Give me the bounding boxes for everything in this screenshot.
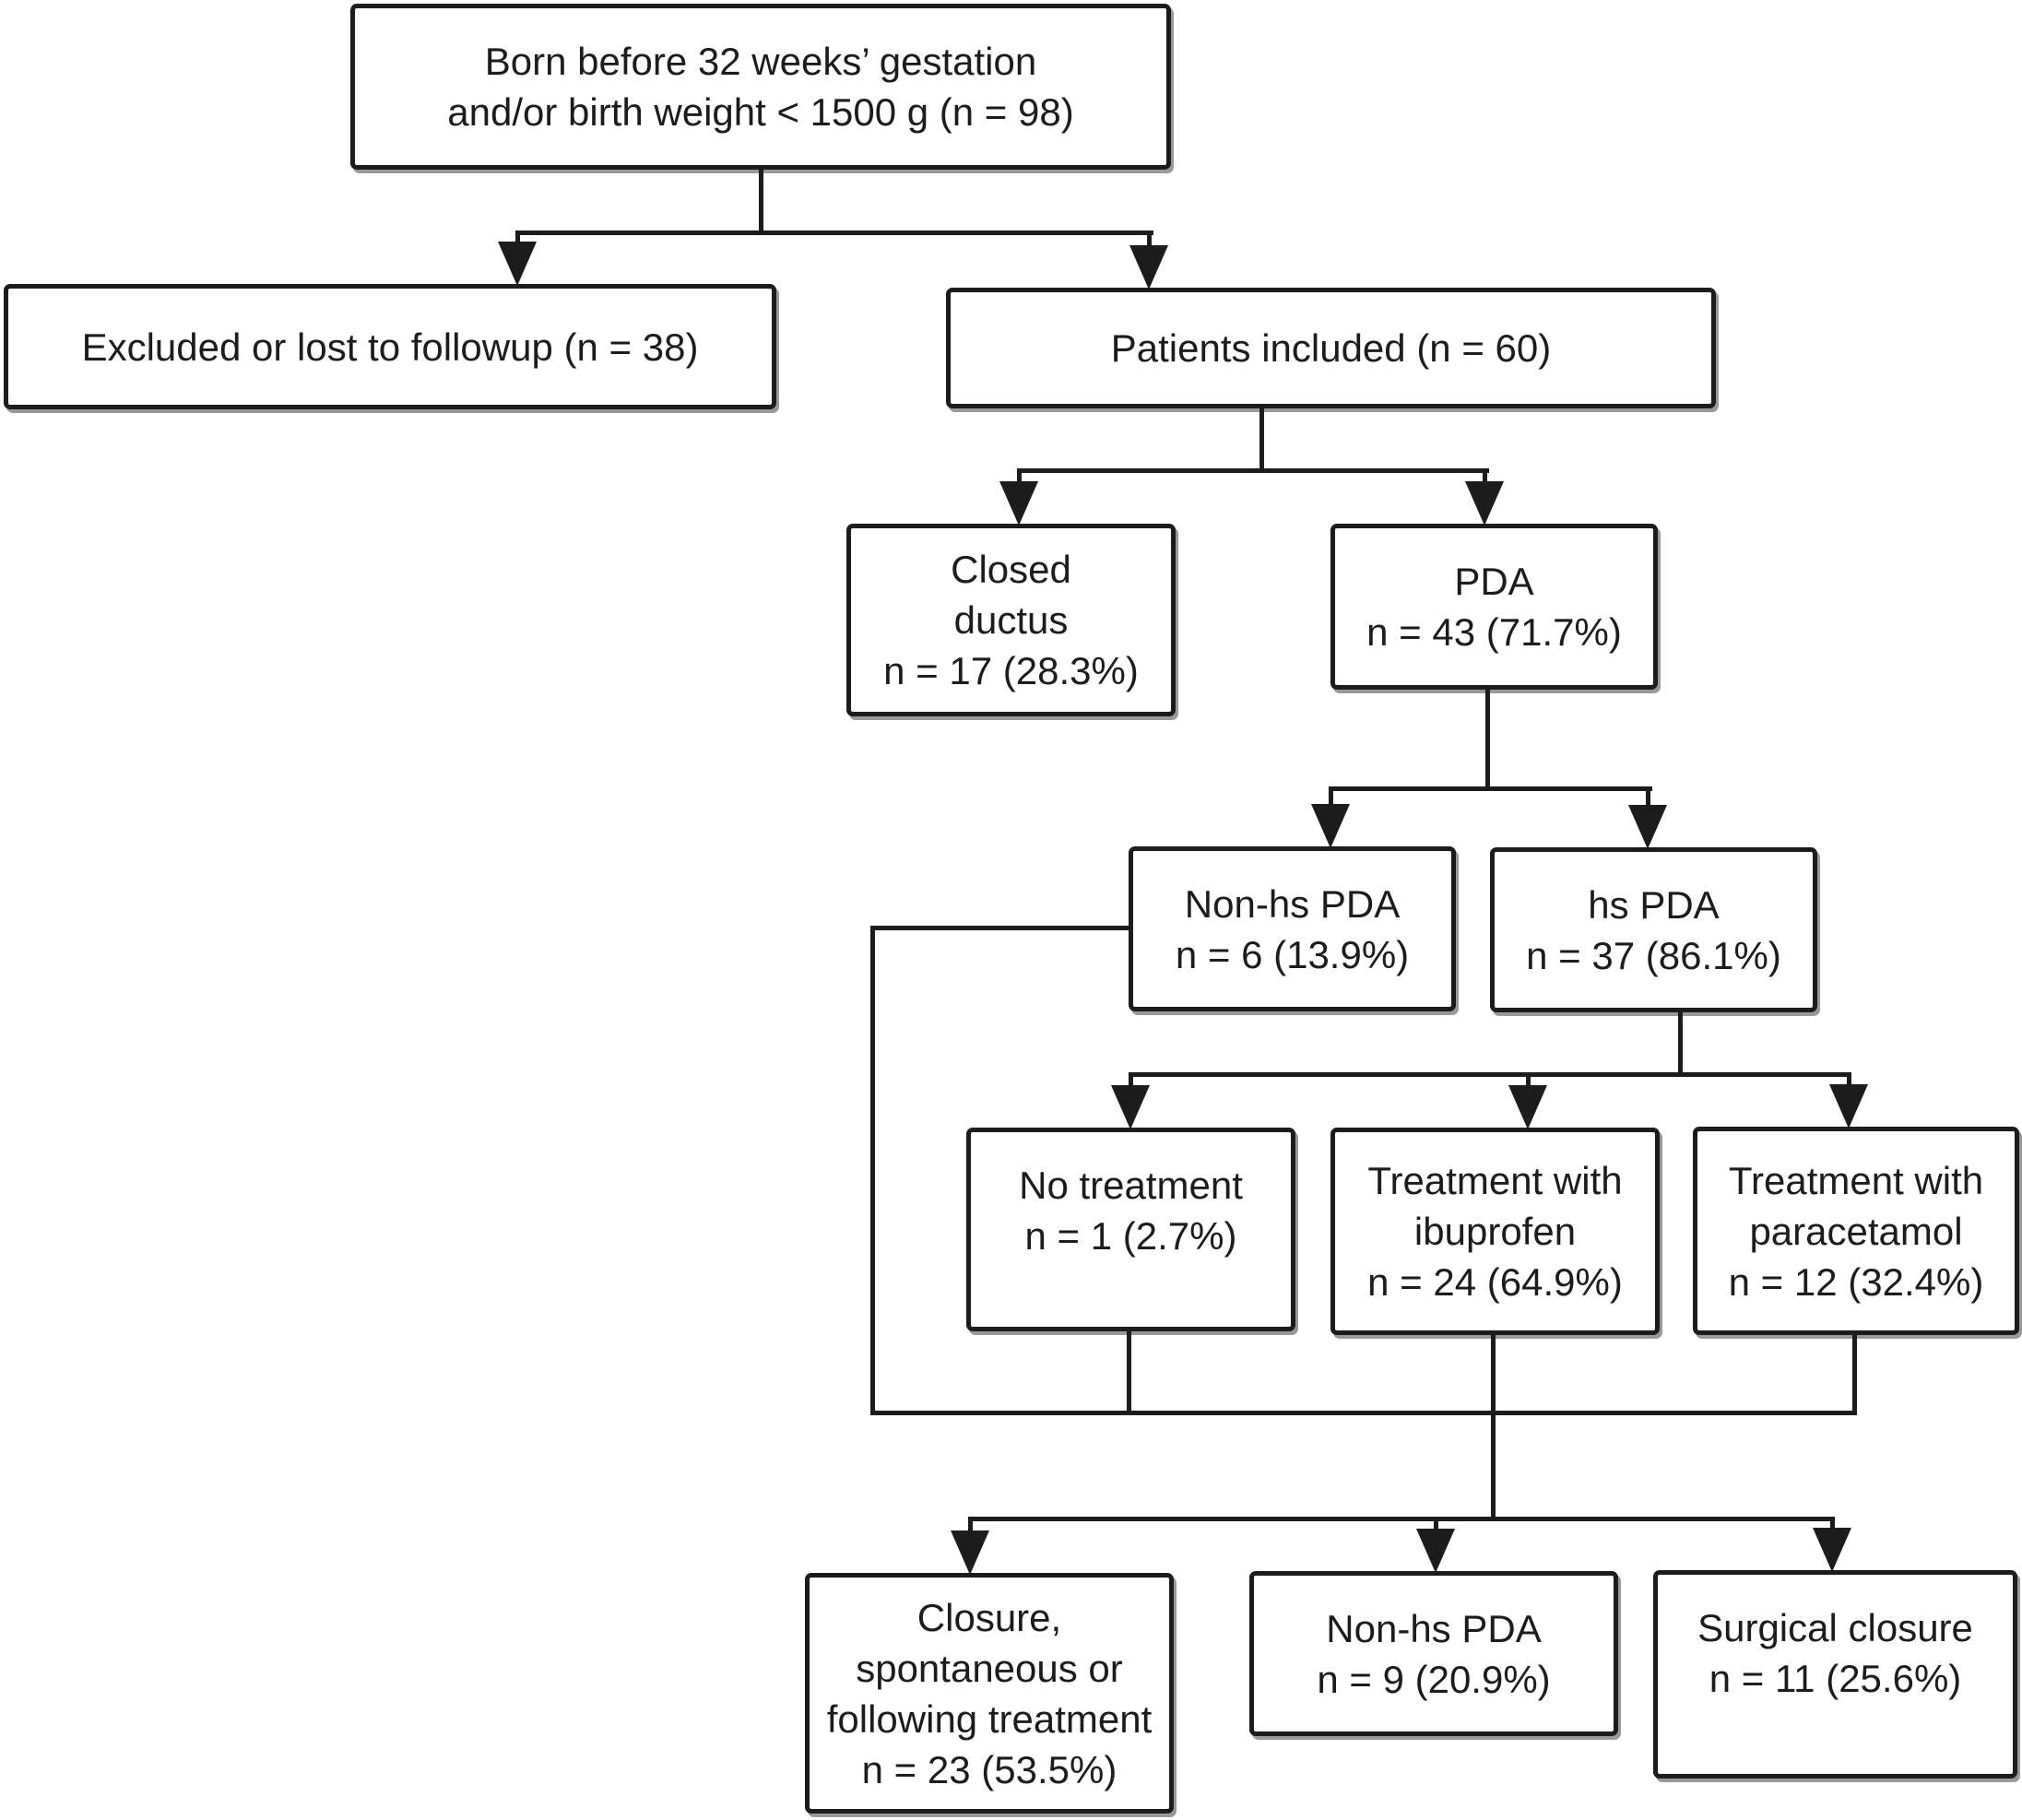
node-text-line: following treatment: [826, 1696, 1153, 1741]
node-excluded: Excluded or lost to followup (n = 38): [4, 284, 776, 409]
connector-included-stem: [1259, 408, 1264, 473]
arrow-down-closure-icon: [951, 1530, 989, 1575]
connector-hs-pda-branch: [1129, 1072, 1851, 1077]
node-text-line: Surgical closure: [1697, 1606, 1973, 1649]
node-text-line: ibuprofen: [1413, 1210, 1577, 1253]
node-text-line: Born before 32 weeks’ gestation: [484, 40, 1037, 83]
connector-no-treatment-shaft: [1129, 1072, 1133, 1091]
connector-convergence-bus: [870, 1411, 1857, 1415]
node-closure: Closure, spontaneous or following treatm…: [805, 1573, 1174, 1814]
connector-eligible-branch: [515, 230, 1153, 235]
connector-eligible-stem: [759, 170, 763, 232]
arrow-down-surgical-icon: [1813, 1528, 1851, 1572]
node-text-line: PDA: [1454, 560, 1534, 603]
node-closed-ductus: Closed ductus n = 17 (28.3%): [846, 524, 1176, 716]
arrow-down-non-hs-outcome-icon: [1416, 1529, 1455, 1573]
node-text-line: n = 23 (53.5%): [861, 1747, 1117, 1791]
node-ibuprofen: Treatment with ibuprofen n = 24 (64.9%): [1330, 1128, 1660, 1335]
node-text-line: n = 24 (64.9%): [1367, 1260, 1623, 1304]
connector-non-hs-left-link: [870, 926, 1129, 930]
arrow-down-no-treatment-icon: [1111, 1085, 1150, 1129]
node-text-line: and/or birth weight < 1500 g (n = 98): [447, 90, 1074, 134]
node-text-line: n = 12 (32.4%): [1728, 1259, 1984, 1304]
connector-paracetamol-down: [1852, 1335, 1857, 1415]
node-text-line: n = 37 (86.1%): [1526, 933, 1781, 977]
connector-non-hs-shaft: [1329, 786, 1333, 810]
node-text-line: n = 17 (28.3%): [883, 649, 1139, 692]
arrow-down-closed-ductus-icon: [999, 481, 1038, 526]
node-included: Patients included (n = 60): [946, 288, 1716, 408]
node-text-line: paracetamol: [1749, 1209, 1963, 1253]
connector-closed-ductus-shaft: [1017, 468, 1022, 490]
node-non-hs-pda: Non-hs PDA n = 6 (13.9%): [1129, 846, 1456, 1011]
node-paracetamol: Treatment with paracetamol n = 12 (32.4%…: [1693, 1127, 2019, 1335]
connector-non-hs-outcome-shaft: [1434, 1517, 1438, 1540]
node-text-line: Treatment with: [1367, 1159, 1623, 1202]
node-text-line: n = 6 (13.9%): [1175, 932, 1410, 976]
node-text-line: Non-hs PDA: [1184, 881, 1401, 926]
connector-pda-branch: [1329, 786, 1652, 791]
connector-included-shaft: [1147, 230, 1152, 251]
node-hs-pda: hs PDA n = 37 (86.1%): [1490, 847, 1817, 1012]
connector-hs-pda-stem: [1678, 1012, 1683, 1077]
node-text-line: Treatment with: [1728, 1158, 1984, 1202]
connector-included-branch: [1017, 468, 1489, 473]
arrow-down-excluded-icon: [498, 242, 537, 286]
node-text-line: Non-hs PDA: [1326, 1606, 1542, 1650]
node-text-line: No treatment: [1019, 1164, 1243, 1207]
connector-pda-shaft: [1483, 468, 1487, 490]
node-text-line: n = 1 (2.7%): [1024, 1214, 1237, 1258]
node-no-treatment: No treatment n = 1 (2.7%): [966, 1128, 1295, 1331]
node-text-line: spontaneous or: [856, 1646, 1123, 1690]
arrow-down-non-hs-icon: [1311, 804, 1350, 848]
connector-ibuprofen-shaft: [1526, 1072, 1531, 1091]
arrow-down-hs-icon: [1628, 805, 1667, 849]
connector-hs-shaft: [1646, 786, 1650, 810]
connector-ibuprofen-down: [1491, 1335, 1496, 1521]
node-text-line: n = 9 (20.9%): [1317, 1657, 1551, 1701]
node-text-line: n = 11 (25.6%): [1709, 1657, 1962, 1700]
connector-non-hs-down-link: [870, 926, 875, 1415]
node-non-hs-pda-outcome: Non-hs PDA n = 9 (20.9%): [1249, 1571, 1618, 1736]
arrow-down-pda-icon: [1465, 481, 1504, 526]
node-text-line: ductus: [953, 598, 1069, 642]
connector-excluded-shaft: [515, 230, 520, 251]
node-eligible: Born before 32 weeks’ gestation and/or b…: [350, 4, 1171, 170]
connector-no-treatment-down: [1127, 1331, 1131, 1415]
connector-outcome-branch: [968, 1517, 1834, 1521]
node-text-line: Excluded or lost to followup (n = 38): [81, 325, 699, 369]
node-pda: PDA n = 43 (71.7%): [1330, 524, 1658, 690]
arrow-down-ibuprofen-icon: [1508, 1085, 1547, 1129]
node-text-line: n = 43 (71.7%): [1366, 610, 1622, 654]
node-text-line: hs PDA: [1588, 882, 1720, 927]
node-surgical-closure: Surgical closure n = 11 (25.6%): [1653, 1570, 2017, 1779]
connector-paracetamol-shaft: [1847, 1072, 1851, 1091]
node-text-line: Closure,: [916, 1595, 1062, 1639]
arrow-down-included-icon: [1129, 245, 1168, 290]
connector-pda-stem: [1485, 690, 1490, 791]
node-text-line: Patients included (n = 60): [1110, 326, 1552, 370]
connector-closure-shaft: [968, 1517, 973, 1540]
arrow-down-paracetamol-icon: [1829, 1084, 1868, 1129]
node-text-line: Closed: [951, 548, 1071, 591]
